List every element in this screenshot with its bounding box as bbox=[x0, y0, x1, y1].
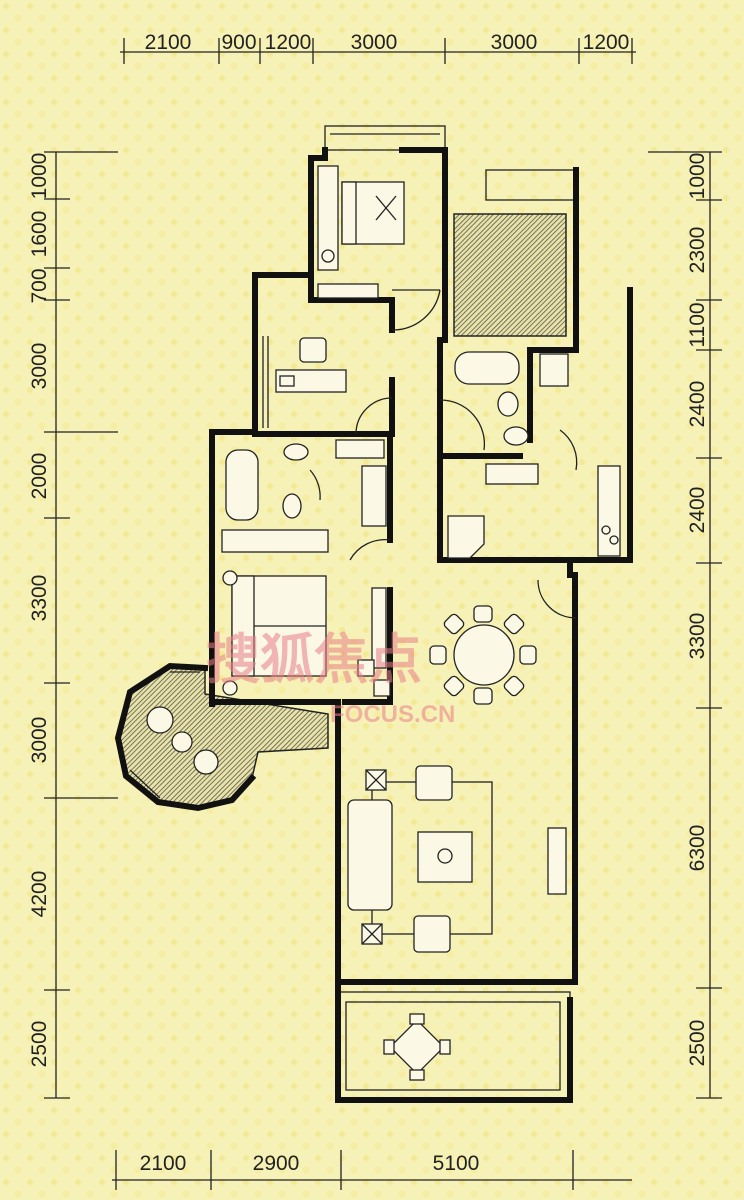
dimension-lines bbox=[44, 38, 722, 1190]
bay-furniture bbox=[146, 706, 219, 775]
doors bbox=[309, 289, 578, 619]
dim-left-9: 2500 bbox=[28, 1021, 51, 1068]
dim-right-8: 2500 bbox=[686, 1020, 709, 1067]
watermark-domain: FOCUS.CN bbox=[330, 701, 455, 728]
walls bbox=[114, 147, 633, 1103]
kitchen-fixtures bbox=[447, 463, 621, 559]
dim-left-6: 3300 bbox=[28, 575, 51, 622]
plan-rooms bbox=[114, 125, 633, 1103]
dim-top-3: 1200 bbox=[265, 31, 312, 54]
dim-left-3: 700 bbox=[28, 268, 51, 303]
dim-top-2: 900 bbox=[221, 31, 256, 54]
dim-left-5: 2000 bbox=[28, 453, 51, 500]
balcony-furniture bbox=[383, 1013, 451, 1081]
study-furniture bbox=[275, 337, 347, 393]
dim-right-6: 3300 bbox=[686, 613, 709, 660]
left-bath-fixtures bbox=[221, 439, 387, 553]
dim-right-2: 2300 bbox=[686, 227, 709, 274]
dim-right-7: 6300 bbox=[686, 825, 709, 872]
dim-bottom-1: 2100 bbox=[140, 1152, 187, 1175]
dim-left-7: 3000 bbox=[28, 717, 51, 764]
hatched-terrace-top bbox=[453, 213, 567, 337]
dim-bottom-2: 2900 bbox=[253, 1152, 300, 1175]
dim-left-2: 1600 bbox=[28, 211, 51, 258]
watermark-brand: 搜狐焦点 bbox=[206, 630, 422, 690]
top-bedroom-furniture bbox=[317, 165, 405, 299]
dim-left-4: 3000 bbox=[28, 343, 51, 390]
dim-right-4: 2400 bbox=[686, 381, 709, 428]
top-bath-fixtures bbox=[454, 351, 569, 446]
dim-left-1: 1000 bbox=[28, 153, 51, 200]
dim-right-5: 2400 bbox=[686, 487, 709, 534]
dim-top-1: 2100 bbox=[145, 31, 192, 54]
dim-left-8: 4200 bbox=[28, 871, 51, 918]
living-furniture bbox=[347, 765, 567, 953]
watermark: 搜狐焦点 FOCUS.CN bbox=[206, 630, 455, 728]
dim-bottom-3: 5100 bbox=[433, 1152, 480, 1175]
dim-top-6: 1200 bbox=[583, 31, 630, 54]
dim-right-1: 1000 bbox=[686, 153, 709, 200]
dim-top-4: 3000 bbox=[351, 31, 398, 54]
dim-top-5: 3000 bbox=[491, 31, 538, 54]
dim-right-3: 1100 bbox=[686, 302, 709, 347]
left-bedroom-furniture bbox=[222, 570, 391, 697]
dining-set bbox=[429, 605, 537, 705]
